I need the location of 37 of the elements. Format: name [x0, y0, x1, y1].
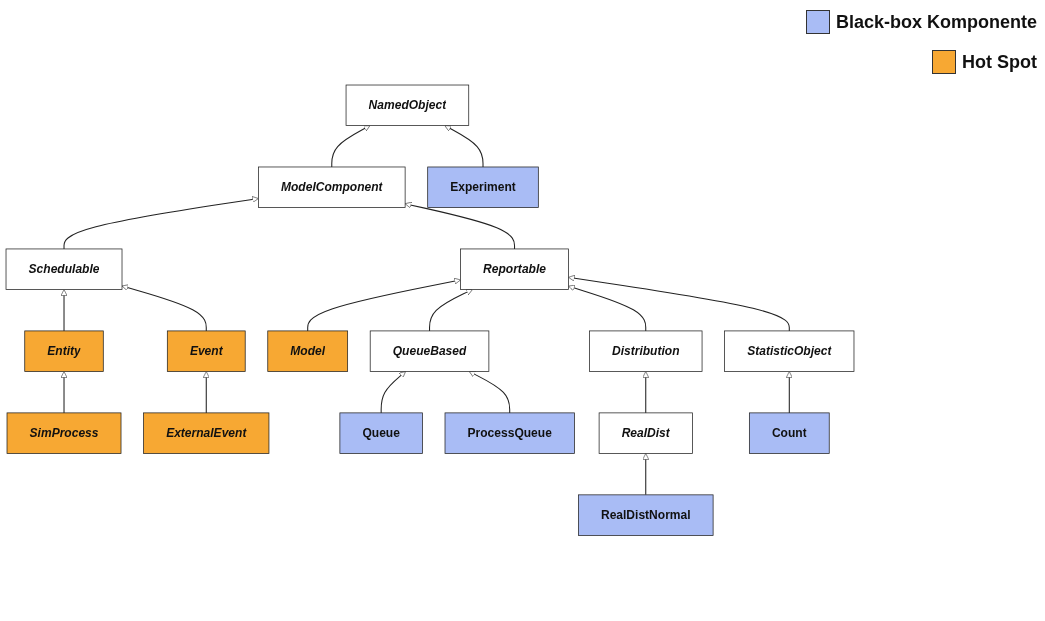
arrow	[380, 371, 406, 414]
arrow	[786, 371, 793, 414]
legend-text: Hot Spot	[962, 51, 1037, 73]
arrow	[568, 285, 647, 332]
node-box: RealDist	[598, 412, 693, 455]
arrow	[307, 278, 461, 332]
arrow	[63, 196, 259, 250]
node-box: Distribution	[589, 330, 703, 373]
arrow	[60, 289, 68, 332]
node-box: Entity	[24, 330, 104, 373]
arrow	[202, 371, 210, 414]
node-box: ExternalEvent	[143, 412, 270, 455]
legend-text: Black-box Komponente	[835, 11, 1037, 33]
arrow	[642, 453, 650, 496]
node-box: ProcessQueue	[444, 412, 575, 455]
node-box: Reportable	[460, 248, 569, 291]
node-box: NamedObject	[345, 84, 470, 127]
arrow	[568, 275, 790, 332]
node-box: ModelComponent	[258, 166, 406, 209]
arrow	[468, 371, 511, 414]
node-box: Queue	[339, 412, 423, 455]
node-box: Count	[749, 412, 830, 455]
arrow	[331, 125, 371, 168]
arrow	[444, 125, 484, 168]
node-box: SimProcess	[6, 412, 122, 455]
arrow	[121, 284, 207, 332]
arrow	[429, 289, 473, 332]
node-box: Schedulable	[5, 248, 123, 291]
arrow	[642, 371, 650, 414]
node-box: StatisticObject	[724, 330, 855, 373]
node-box: Event	[166, 330, 246, 373]
node-box: Model	[267, 330, 348, 373]
node-box: RealDistNormal	[578, 494, 714, 537]
node-box: QueueBased	[369, 330, 490, 373]
node-box: Experiment	[427, 166, 539, 209]
arrow	[404, 202, 516, 250]
arrow	[60, 371, 68, 414]
